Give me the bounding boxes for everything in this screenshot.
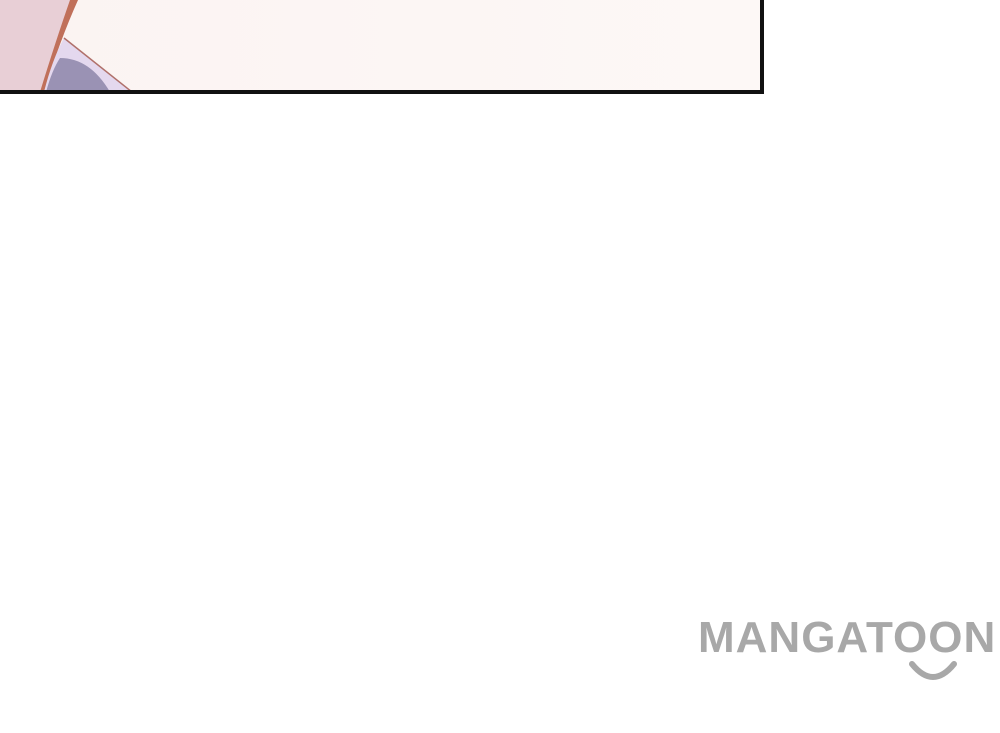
- panel-background: [0, 0, 764, 92]
- shadow-shape: [46, 58, 110, 92]
- smile-logo-icon: [909, 661, 957, 680]
- outline-stroke: [40, 0, 78, 92]
- hair-shape: [0, 0, 78, 92]
- panel-border: [0, 0, 764, 94]
- watermark-logo: MANGATOON: [698, 613, 997, 662]
- comic-panel: [0, 0, 764, 94]
- collar-line: [63, 37, 133, 93]
